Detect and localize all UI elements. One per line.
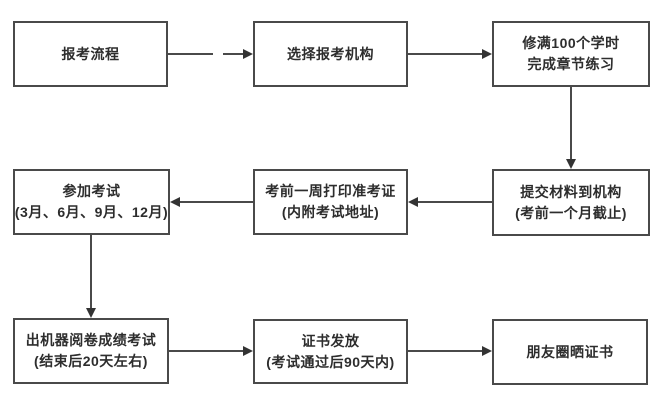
- flow-step-label: 出机器阅卷成绩考试: [25, 332, 157, 348]
- flow-step-share: 朋友圈晒证书: [492, 319, 648, 385]
- flow-step-label: 证书发放: [301, 332, 360, 349]
- arrowhead-left-icon: [170, 197, 180, 207]
- flow-step-label: 选择报考机构: [287, 45, 374, 62]
- flow-step-sublabel: (内附考试地址): [281, 204, 380, 220]
- flow-step-take-exam: 参加考试 (3月、6月、9月、12月): [13, 169, 170, 235]
- arrow-start-to-choose-agency: [168, 49, 253, 59]
- arrowhead-right-icon: [243, 346, 253, 356]
- flow-step-submit-materials: 提交材料到机构 (考前一个月截止): [492, 169, 650, 236]
- flow-step-label: 修满100个学时: [522, 35, 620, 51]
- arrowhead-down-icon: [566, 159, 576, 169]
- arrow-print-ticket-to-take-exam: [170, 197, 253, 207]
- arrow-study-hours-to-submit-materials: [566, 87, 576, 169]
- arrowhead-right-icon: [482, 49, 492, 59]
- flow-step-sublabel: (考前一个月截止): [515, 204, 627, 221]
- arrowhead-left-icon: [408, 197, 418, 207]
- arrowhead-down-icon: [86, 308, 96, 318]
- arrow-take-exam-to-results: [86, 235, 96, 318]
- arrowhead-right-icon: [482, 346, 492, 356]
- arrow-submit-materials-to-print-ticket: [408, 197, 492, 207]
- arrow-certificate-to-share: [408, 346, 492, 356]
- flow-step-certificate: 证书发放 (考试通过后90天内): [253, 319, 408, 384]
- flow-step-sublabel: (3月、6月、9月、12月): [14, 204, 169, 220]
- flow-step-sublabel: 完成章节练习: [527, 56, 615, 72]
- arrowhead-right-icon: [243, 49, 253, 59]
- flow-step-label: 考前一周打印准考证: [265, 183, 396, 199]
- flow-step-label: 报考流程: [61, 45, 120, 62]
- arrow-choose-agency-to-study-hours: [408, 49, 492, 59]
- flow-step-sublabel: (结束后20天左右): [34, 353, 148, 369]
- arrow-results-to-certificate: [169, 346, 253, 356]
- flow-step-sublabel: (考试通过后90天内): [266, 353, 395, 370]
- flow-step-start: 报考流程: [13, 21, 168, 87]
- flow-step-label: 朋友圈晒证书: [526, 343, 614, 360]
- flow-step-choose-agency: 选择报考机构: [253, 21, 408, 87]
- flow-step-results: 出机器阅卷成绩考试 (结束后20天左右): [13, 318, 169, 384]
- flow-step-label: 参加考试: [62, 183, 121, 199]
- flow-step-print-ticket: 考前一周打印准考证 (内附考试地址): [253, 169, 408, 235]
- flow-step-study-hours: 修满100个学时 完成章节练习: [492, 21, 650, 87]
- flow-step-label: 提交材料到机构: [520, 183, 622, 200]
